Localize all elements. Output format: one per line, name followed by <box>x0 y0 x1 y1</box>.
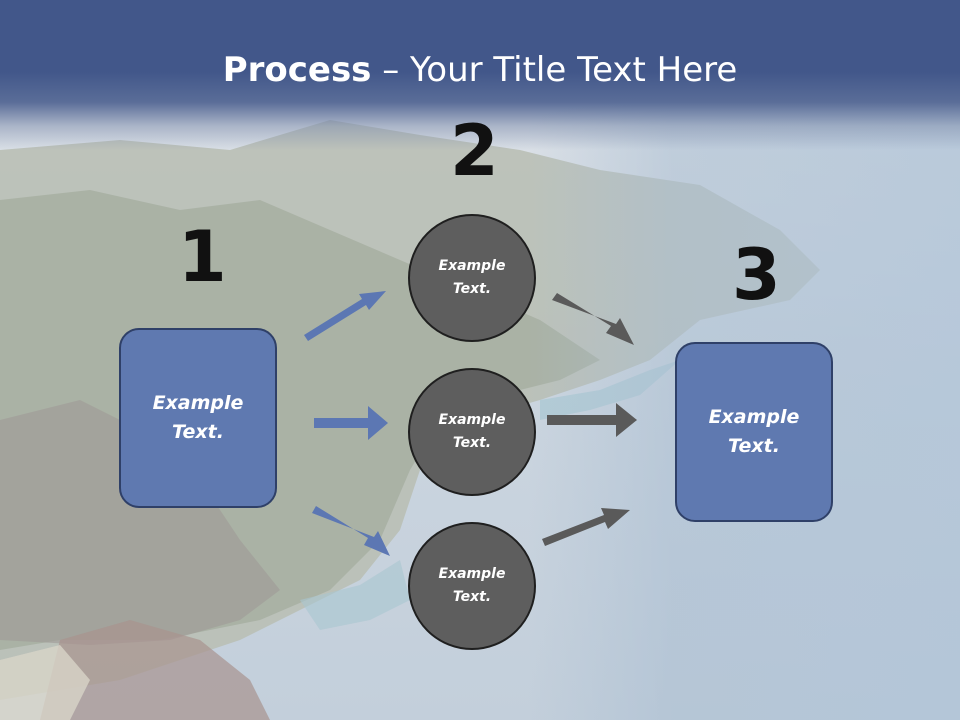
right-box-text: Example Text. <box>708 406 800 457</box>
circle-top-text: Example Text. <box>438 258 506 297</box>
step-number-3: 3 <box>732 234 781 316</box>
arrow-bottom-to-right <box>542 508 630 546</box>
slide-title: Process – Your Title Text Here <box>0 50 960 90</box>
circle-bottom: Example Text. <box>408 522 536 650</box>
left-box-text: Example Text. <box>152 392 244 443</box>
arrow-left-to-middle <box>314 406 388 440</box>
title-bold: Process <box>222 50 372 90</box>
arrow-left-to-bottom <box>312 506 390 556</box>
step-number-1: 1 <box>178 216 227 298</box>
arrow-top-to-right <box>552 293 634 345</box>
left-process-box: Example Text. <box>119 328 277 508</box>
circle-bottom-text: Example Text. <box>438 566 506 605</box>
arrow-left-to-top <box>304 291 386 341</box>
arrow-middle-to-right <box>547 403 637 437</box>
circle-top: Example Text. <box>408 214 536 342</box>
right-process-box: Example Text. <box>675 342 833 522</box>
circle-middle: Example Text. <box>408 368 536 496</box>
step-number-2: 2 <box>450 110 499 192</box>
title-rest: – Your Title Text Here <box>371 50 738 90</box>
title-banner <box>0 0 960 150</box>
circle-middle-text: Example Text. <box>438 412 506 451</box>
